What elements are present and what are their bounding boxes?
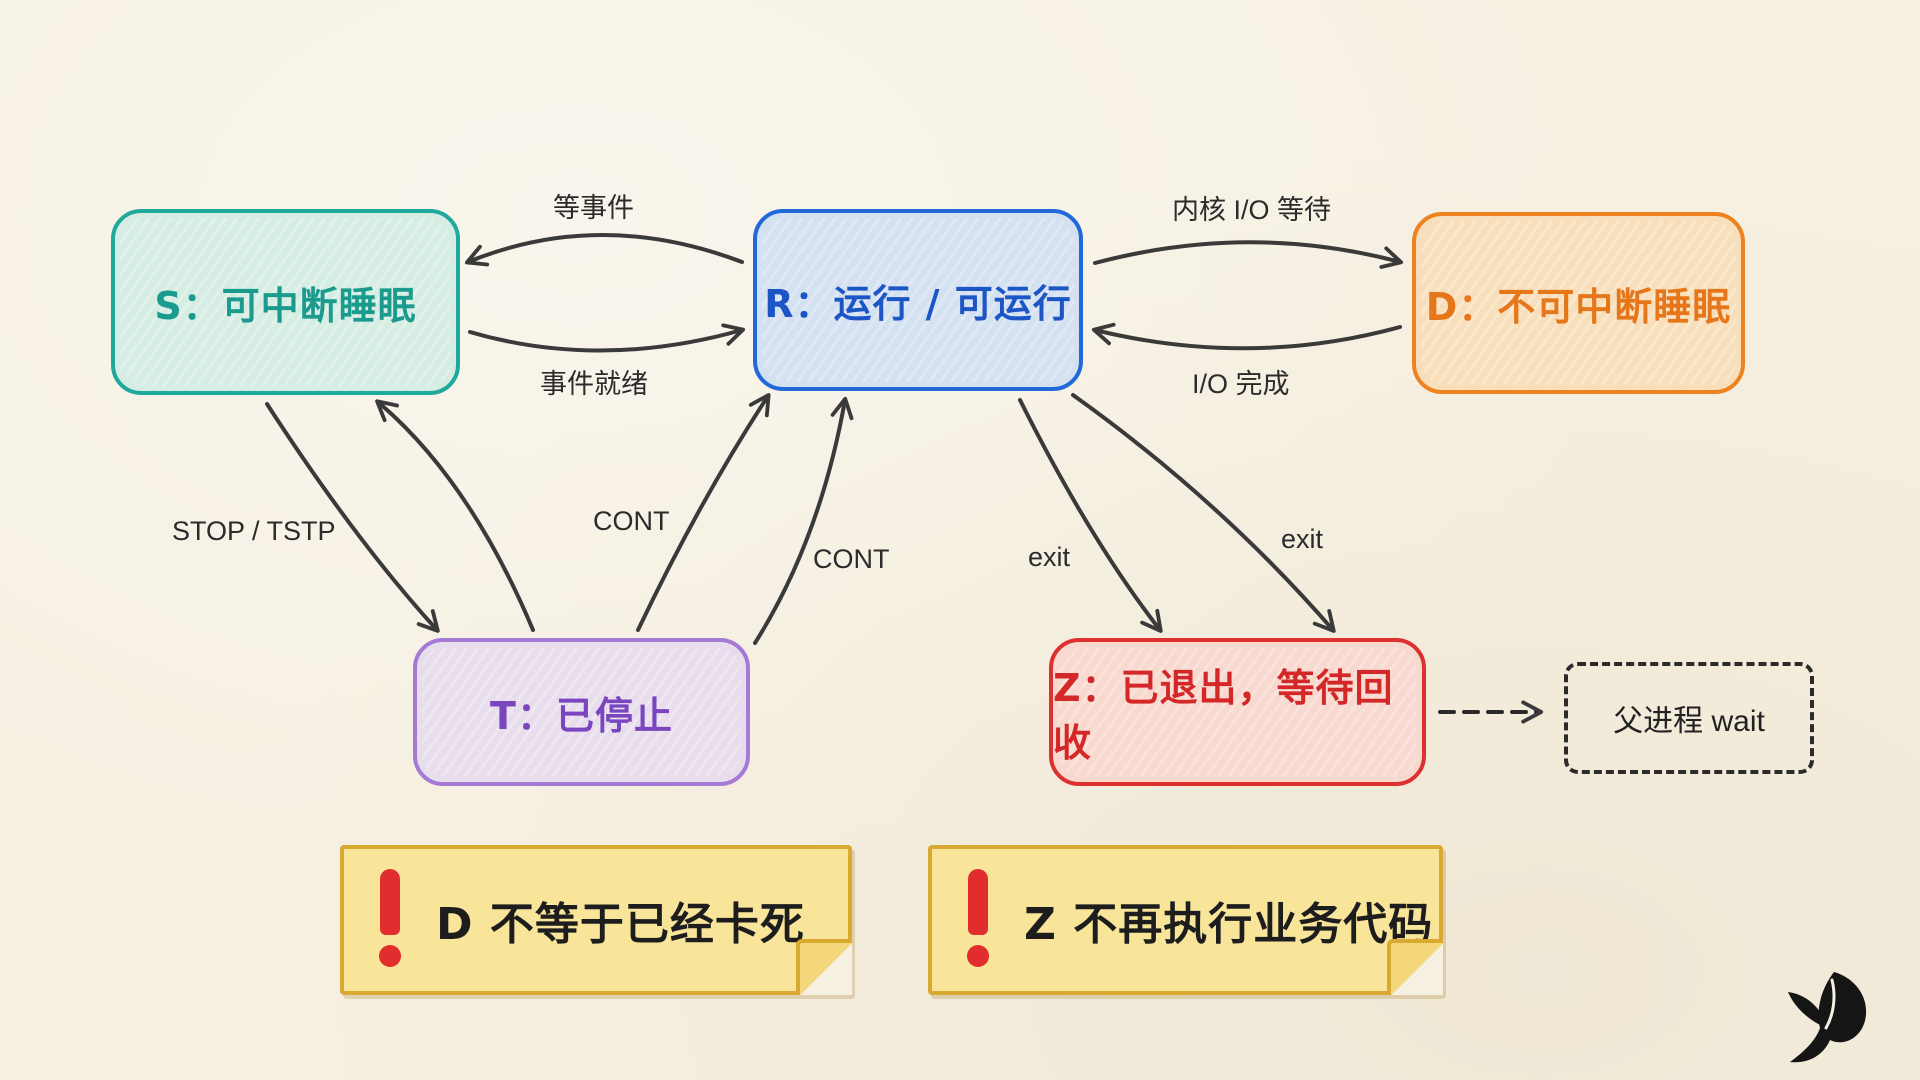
state-z-zombie: Z：已退出，等待回收 <box>1049 638 1426 786</box>
edge-label-s-to-t: STOP / TSTP <box>172 516 336 546</box>
state-t-stopped: T：已停止 <box>413 638 750 786</box>
arrow-t-to-s <box>375 399 535 632</box>
state-d-uninterruptible-sleep: D：不可中断睡眠 <box>1412 212 1745 394</box>
state-s-interruptible-sleep: S：可中断睡眠 <box>111 209 460 395</box>
note-fold <box>1387 939 1443 995</box>
arrow-r-to-d <box>1093 240 1404 269</box>
exclamation-icon <box>960 865 996 975</box>
sticky-note-d: D 不等于已经卡死 <box>340 845 852 995</box>
state-s-label: S：可中断睡眠 <box>154 283 417 328</box>
state-r-label: R：运行 / 可运行 <box>764 281 1072 326</box>
state-t-label: T：已停止 <box>490 693 673 738</box>
arrow-d-to-r <box>1091 322 1402 351</box>
arrow-r-to-z-2 <box>1071 393 1336 633</box>
edge-label-t-to-r-2: CONT <box>813 544 890 574</box>
edge-label-r-to-z-1: exit <box>1028 542 1071 572</box>
edge-label-r-to-d: 内核 I/O 等待 <box>1172 195 1332 225</box>
state-d-label: D：不可中断睡眠 <box>1425 284 1732 329</box>
note-d-text: D 不等于已经卡死 <box>436 899 805 950</box>
parent-wait-box: 父进程 wait <box>1564 662 1814 774</box>
edge-label-r-to-z-2: exit <box>1281 524 1324 554</box>
note-z-text: Z 不再执行业务代码 <box>1024 899 1434 950</box>
arrow-r-to-s <box>464 233 744 267</box>
arrow-t-to-r-2 <box>753 396 854 645</box>
arrow-r-to-z-1 <box>1018 398 1163 633</box>
edge-label-d-to-r: I/O 完成 <box>1192 369 1290 399</box>
note-fold <box>796 939 852 995</box>
sticky-note-z: Z 不再执行业务代码 <box>928 845 1443 995</box>
state-z-label: Z：已退出，等待回收 <box>1053 666 1394 765</box>
arrow-s-to-r <box>468 323 746 353</box>
arrow-t-to-r-1 <box>636 393 771 632</box>
butterfly-logo-icon <box>1788 972 1867 1063</box>
parent-wait-label: 父进程 wait <box>1613 705 1765 738</box>
edge-label-t-to-r-1: CONT <box>593 506 670 536</box>
edge-label-r-to-s: 等事件 <box>553 193 634 223</box>
state-r-running: R：运行 / 可运行 <box>753 209 1083 391</box>
arrow-s-to-t <box>265 402 440 633</box>
edge-label-s-to-r: 事件就绪 <box>540 369 648 399</box>
exclamation-icon <box>372 865 408 975</box>
